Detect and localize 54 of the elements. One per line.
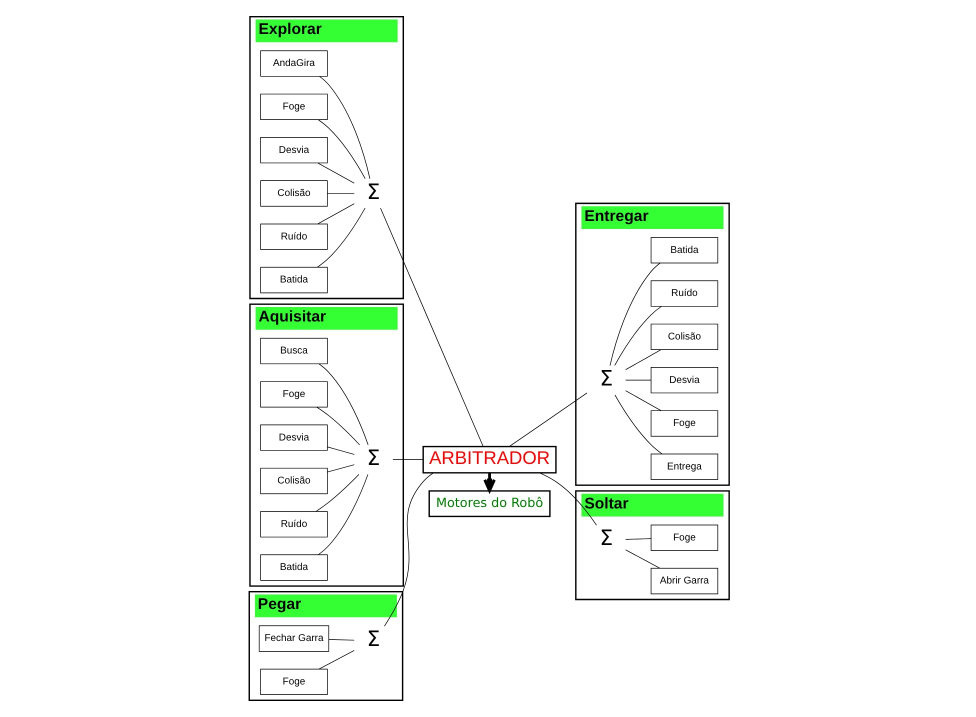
node-text: Σ xyxy=(366,627,380,652)
node-box: ARBITRADOR xyxy=(422,446,556,474)
connector xyxy=(326,193,354,194)
node-box: Foge xyxy=(260,668,328,695)
node-text: Σ xyxy=(599,526,613,552)
node-box: Colisão xyxy=(260,180,328,207)
connector xyxy=(318,650,354,670)
connector xyxy=(624,349,661,370)
node-box: AndaGira xyxy=(260,50,328,77)
connector xyxy=(624,538,651,540)
connector xyxy=(316,208,365,268)
node-box: Batida xyxy=(260,554,328,581)
connector xyxy=(317,203,354,224)
connector xyxy=(317,119,366,180)
connector xyxy=(614,306,662,366)
node-box: Desvia xyxy=(650,367,718,394)
connector xyxy=(624,390,661,411)
connector xyxy=(315,474,359,512)
node-box: Fechar Garra xyxy=(258,625,329,652)
connector xyxy=(508,392,587,447)
node-box: Abrir Garra xyxy=(650,568,718,594)
node-box: Colisão xyxy=(260,468,328,494)
connector xyxy=(326,464,354,472)
node-box: Batida xyxy=(650,237,718,264)
node-box: Busca xyxy=(260,338,328,364)
connector xyxy=(614,394,662,454)
node-box: Foge xyxy=(260,94,328,120)
node-box: Desvia xyxy=(260,424,328,451)
connector xyxy=(392,459,423,460)
node-box: Ruído xyxy=(260,224,328,250)
connector xyxy=(624,550,660,569)
node-box: Ruído xyxy=(260,511,328,538)
node-box: Entrega xyxy=(650,454,718,480)
connector xyxy=(316,406,360,446)
node-box: Desvia xyxy=(260,137,328,164)
node-text: Σ xyxy=(366,180,380,205)
node-box: Foge xyxy=(260,381,328,408)
connector xyxy=(538,472,596,526)
connector xyxy=(318,364,368,446)
node-box: Colisão xyxy=(650,324,718,350)
node-box: Ruído xyxy=(650,280,718,307)
connector xyxy=(609,262,660,366)
node-box: Motores do Robô xyxy=(428,490,550,518)
connector xyxy=(318,76,370,180)
connector xyxy=(328,639,354,641)
node-box: Foge xyxy=(650,410,718,437)
connector xyxy=(317,474,368,555)
node-box: Batida xyxy=(260,266,328,294)
connector xyxy=(380,208,483,447)
connector xyxy=(326,446,354,455)
node-text: Σ xyxy=(599,366,613,392)
connector xyxy=(317,162,354,184)
node-box: Foge xyxy=(650,524,718,551)
node-text: Σ xyxy=(366,446,380,471)
